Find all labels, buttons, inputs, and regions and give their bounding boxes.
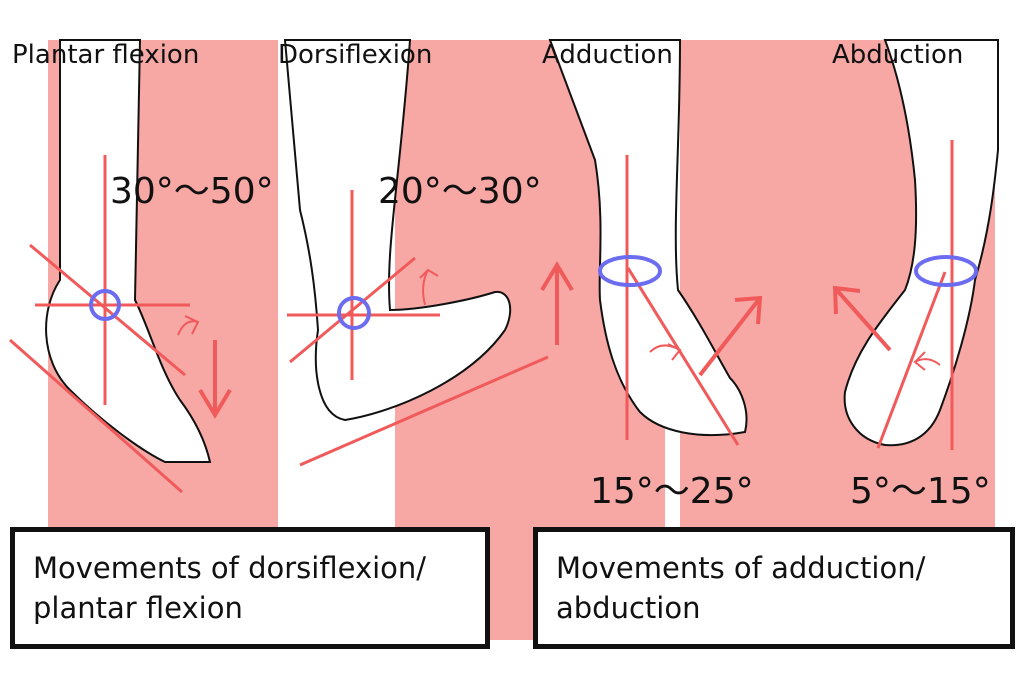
angle-plantar-flexion: 30°〜50° [110, 171, 274, 212]
abduction-foot [832, 39, 999, 450]
guide-diagonal [29, 243, 186, 377]
title-plantar-flexion: Plantar flexion [12, 40, 200, 70]
joint-ring [914, 255, 978, 287]
guide-diagonal [876, 271, 947, 449]
caption-line: abduction [556, 591, 701, 625]
title-adduction: Adduction [542, 40, 673, 70]
angle-abduction: 5°〜15° [850, 471, 991, 512]
leg-silhouette [283, 39, 512, 422]
joint-ring [89, 289, 121, 321]
joint-ring [337, 296, 371, 330]
small-arc-arrow [913, 351, 941, 371]
caption-line: Movements of adduction/ [556, 551, 926, 585]
arrow-up [540, 261, 574, 345]
angle-dorsiflexion: 20°〜30° [378, 171, 542, 212]
title-dorsiflexion: Dorsiflexion [278, 40, 433, 70]
guide-sole [299, 355, 549, 467]
adduction-foot [548, 39, 763, 446]
guide-diagonal [626, 267, 740, 446]
caption-line: Movements of dorsiflexion/ [33, 551, 427, 585]
dorsiflexion-foot [283, 39, 574, 467]
leg-silhouette [548, 39, 748, 437]
angle-adduction: 15°〜25° [590, 471, 754, 512]
small-arc-arrow [649, 343, 682, 361]
guide-diagonal [289, 256, 416, 364]
arrow-diagonal [832, 285, 892, 352]
plantar-flexion-foot [9, 39, 232, 494]
caption-line: plantar flexion [33, 591, 243, 625]
caption-box-dorsiflexion-plantar: Movements of dorsiflexion/ plantar flexi… [10, 527, 490, 649]
joint-ring [598, 255, 662, 287]
leg-silhouette [45, 39, 212, 463]
small-arc-arrow [419, 268, 439, 306]
caption-box-adduction-abduction: Movements of adduction/ abduction [533, 527, 1015, 649]
arrow-down [198, 340, 232, 419]
small-arc-arrow [177, 315, 200, 336]
arrow-diagonal [698, 295, 763, 377]
title-abduction: Abduction [832, 40, 964, 70]
guide-sole [9, 338, 183, 494]
